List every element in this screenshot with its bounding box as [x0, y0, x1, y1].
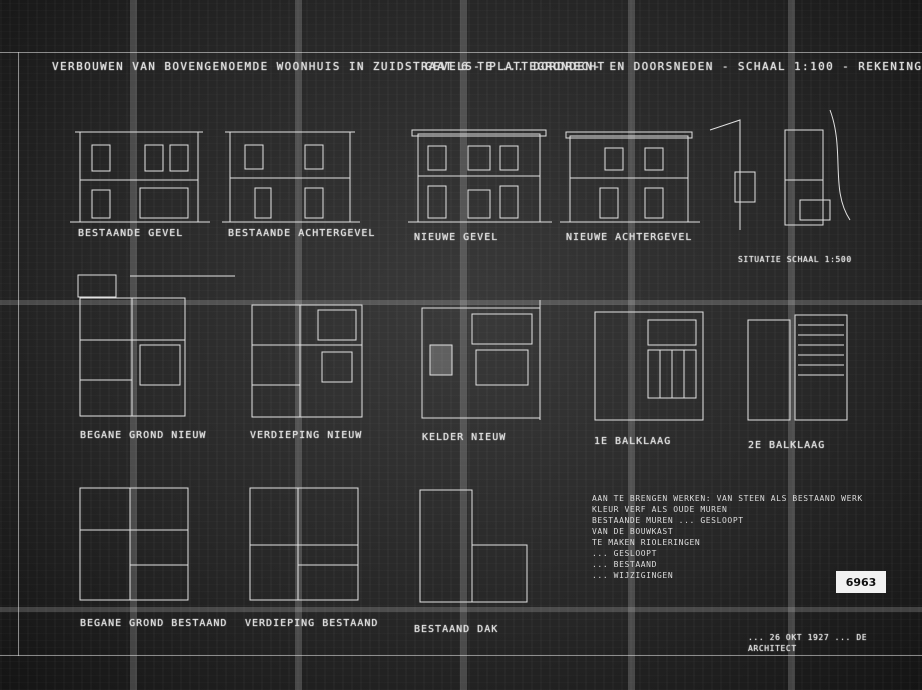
note-line: ... wijzigingen	[592, 571, 674, 580]
signature-footer: ... 26 okt 1927 ... de architect	[748, 633, 868, 653]
plan-first-joists	[594, 311, 704, 421]
sheet-border-bottom	[0, 655, 922, 656]
label-first-joists: 1e balklaag	[594, 436, 672, 447]
fold-line	[0, 300, 922, 305]
plan-cellar-new	[421, 300, 541, 420]
sheet-border-left	[18, 52, 19, 656]
fold-line	[0, 607, 922, 612]
fold-line	[628, 0, 635, 690]
label-second-joists: 2e balklaag	[748, 440, 826, 451]
elevation-existing-front	[70, 131, 210, 223]
elevation-new-rear	[560, 131, 700, 223]
plan-first-floor-new	[251, 304, 363, 418]
elevation-new-front	[408, 129, 552, 223]
plan-second-joists	[747, 314, 848, 421]
label-first-floor-existing: verdieping bestaand	[245, 618, 379, 629]
label-existing-roof: bestaand dak	[414, 624, 499, 635]
archive-number-stamp: 6963	[836, 571, 886, 593]
label-cellar-new: kelder nieuw	[422, 432, 507, 443]
fold-line	[130, 0, 137, 690]
note-line: ... gesloopt	[592, 549, 657, 558]
label-ground-floor-existing: begane grond bestaand	[80, 618, 228, 629]
note-line: te maken rioleringen	[592, 538, 701, 547]
fold-line	[788, 0, 795, 690]
plan-first-floor-existing	[249, 487, 359, 601]
label-site-plan: situatie schaal 1:500	[738, 255, 852, 264]
plan-ground-floor-existing	[79, 487, 189, 601]
plan-existing-roof	[419, 489, 528, 603]
drawing-title-right: gevels- plattegronden- en doorsneden - s…	[425, 60, 922, 73]
site-plan	[709, 109, 851, 230]
fold-line	[460, 0, 467, 690]
label-ground-floor-new: begane grond nieuw	[80, 430, 207, 441]
note-line: ... bestaand	[592, 560, 657, 569]
label-new-rear: nieuwe achtergevel	[566, 232, 693, 243]
note-line: bestaande muren ... gesloopt	[592, 516, 744, 525]
drawing-title-left: verbouwen van bovengenoemde woonhuis in …	[52, 60, 606, 73]
elevation-existing-rear	[222, 131, 360, 223]
label-existing-rear: bestaande achtergevel	[228, 228, 376, 239]
legend-notes: aan te brengen werken: van steen als bes…	[592, 493, 863, 581]
label-new-front: nieuwe gevel	[414, 232, 499, 243]
note-line: kleur verf als oude muren	[592, 505, 728, 514]
plan-ground-floor-new	[77, 274, 235, 417]
label-first-floor-new: verdieping nieuw	[250, 430, 363, 441]
note-line: van de bouwkast	[592, 527, 674, 536]
label-existing-front: bestaande gevel	[78, 228, 184, 239]
sheet-border-top	[0, 52, 922, 53]
note-line: aan te brengen werken: van steen als bes…	[592, 494, 863, 503]
